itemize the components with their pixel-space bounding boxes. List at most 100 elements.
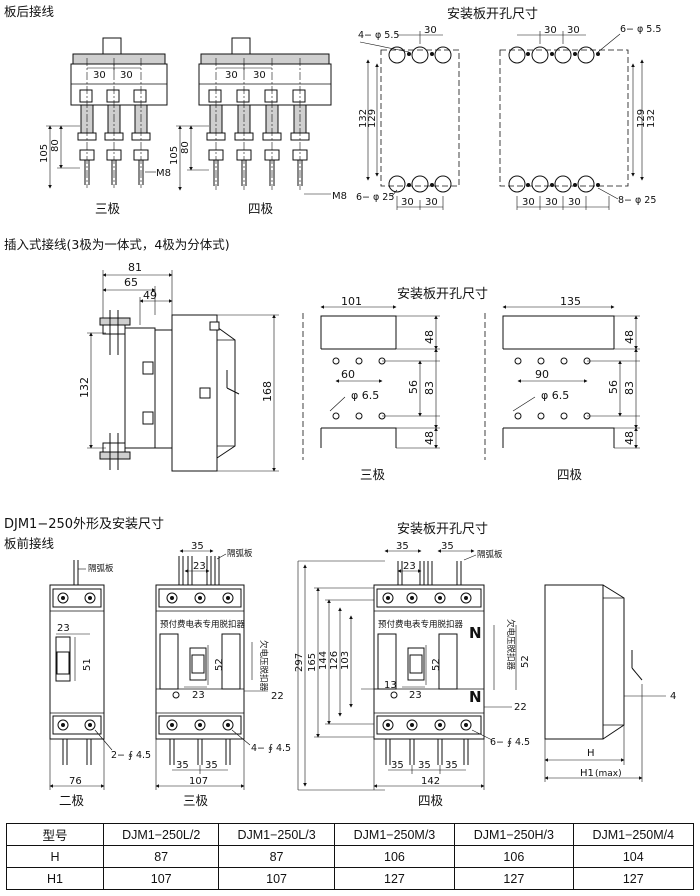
rear3p-dim-105: 105 (39, 144, 50, 163)
cut4p-hole-small: 6− φ 5.5 (620, 24, 661, 35)
table-header-cell: DJM1−250M/3 (333, 823, 456, 846)
rear3p-dim-m8: M8 (156, 168, 171, 179)
front4p-dim-35c: 35 (445, 760, 458, 771)
plugcut3p-dim-56: 56 (407, 380, 420, 394)
front4p-dim-126: 126 (329, 651, 340, 670)
front2p-hole: 2− ∮ 4.5 (111, 750, 151, 761)
table-cell: 87 (218, 845, 335, 868)
side-view: 4 H H1 (max) (544, 584, 676, 782)
front-4p-breaker: 297 165 144 126 103 35 35 隔弧板 23 预付费电表专用… (294, 541, 531, 808)
plugcut3p-dim-83: 83 (423, 381, 436, 395)
cut4p-dim-30-t1: 30 (544, 25, 557, 36)
front-3p-breaker: 35 23 隔弧板 预付费电表专用脱扣器 52 23 22 欠电压脱扣器 (155, 541, 291, 808)
section2-panel-title: 安装板开孔尺寸 (397, 287, 488, 302)
front4p-dim-35b: 35 (418, 760, 431, 771)
front3p-dim-23-mid: 23 (192, 690, 205, 701)
table-header-row: 型号 DJM1−250L/2 DJM1−250L/3 DJM1−250M/3 D… (6, 823, 695, 846)
cut4p-dim-129: 129 (636, 109, 647, 128)
rear4p-dim-m8: M8 (332, 191, 347, 202)
cut3p-dim-129: 129 (367, 109, 378, 128)
cut3p-dim-30-b2: 30 (425, 197, 438, 208)
table-header-cell: DJM1−250H/3 (454, 823, 574, 846)
rear-3p-breaker: 30 30 105 80 M8 三极 (39, 37, 171, 216)
front4p-device: 预付费电表专用脱扣器 (378, 619, 464, 630)
front4p-letter-n-bottom: N (469, 688, 482, 706)
plugcut4p-dim-56: 56 (607, 380, 620, 394)
front4p-dim-22: 22 (514, 702, 527, 713)
cut4p-dim-132: 132 (646, 109, 657, 128)
table-cell: 107 (102, 867, 220, 890)
front4p-arc-plate: 隔弧板 (477, 549, 503, 560)
side-dim-max: (max) (595, 769, 622, 779)
plugcut4p-dim-83: 83 (623, 381, 636, 395)
table-row: H1 107 107 127 127 127 (6, 867, 695, 890)
panel-cutout-4p: 30 30 6− φ 5.5 132 129 30 30 30 8− φ 25 (499, 24, 661, 210)
side-dim-h1: H1 (580, 768, 594, 779)
cut3p-dim-30-b1: 30 (401, 197, 414, 208)
plugin-dim-81: 81 (128, 261, 142, 274)
cut3p-hole-big: 6− φ 25 (356, 192, 394, 203)
table-header-cell: 型号 (6, 823, 104, 846)
front2p-label: 二极 (59, 793, 85, 808)
cut4p-dim-30-b2: 30 (545, 197, 558, 208)
section3-title: DJM1−250外形及安装尺寸 (4, 517, 164, 532)
rear3p-dim-30a: 30 (93, 70, 106, 81)
front4p-dim-52: 52 (431, 658, 442, 671)
plugcut4p-label: 四极 (557, 467, 583, 482)
plugcut3p-dim-48b: 48 (423, 431, 436, 445)
front4p-dim-142: 142 (421, 776, 440, 787)
front3p-dim-35: 35 (191, 541, 204, 552)
plugcut3p-hole: φ 6.5 (351, 389, 379, 402)
plugcut4p-dim-90: 90 (535, 368, 549, 381)
rear4p-dim-80: 80 (180, 141, 191, 154)
plugcut3p-dim-48a: 48 (423, 330, 436, 344)
plugcut3p-dim-60: 60 (341, 368, 355, 381)
plugin-side-view: 81 65 49 132 168 (78, 261, 279, 472)
plugin-dim-132: 132 (78, 377, 91, 398)
cut4p-dim-30-b3: 30 (568, 197, 581, 208)
front4p-dim-103: 103 (340, 651, 351, 670)
front3p-dim-35b: 35 (205, 760, 218, 771)
front2p-dim-51: 51 (82, 658, 93, 671)
rear-4p-breaker: 30 30 105 80 M8 四极 (169, 37, 347, 216)
front-2p-breaker: 隔弧板 23 51 2− ∮ 4.5 76 二极 (49, 560, 151, 808)
front4p-dim-35a: 35 (391, 760, 404, 771)
plugin-dim-49: 49 (143, 289, 157, 302)
front4p-label: 四极 (418, 793, 444, 808)
plugcut4p-dim-48a: 48 (623, 330, 636, 344)
rear4p-dim-30a: 30 (225, 70, 238, 81)
table-cell: H1 (6, 867, 104, 890)
plugin-dim-65: 65 (124, 276, 138, 289)
front3p-undervoltage: 欠电压脱扣器 (258, 640, 269, 692)
rear4p-label: 四极 (248, 201, 274, 216)
cut3p-dim-132: 132 (358, 109, 369, 128)
rear3p-label: 三极 (95, 201, 121, 216)
front4p-hole: 6− ∮ 4.5 (490, 737, 530, 748)
front4p-dim-13: 13 (384, 680, 397, 691)
cut4p-dim-30-t2: 30 (567, 25, 580, 36)
section1-title: 板后接线 (4, 4, 55, 19)
front3p-label: 三极 (183, 793, 209, 808)
rear3p-dim-30b: 30 (120, 70, 133, 81)
front3p-device: 预付费电表专用脱扣器 (160, 619, 246, 630)
front2p-dim-23: 23 (57, 623, 70, 634)
spec-table: 型号 DJM1−250L/2 DJM1−250L/3 DJM1−250M/3 D… (6, 823, 695, 890)
table-cell: 104 (572, 845, 695, 868)
cut4p-dim-30-b1: 30 (522, 197, 535, 208)
plugin-cutout-3p: 101 60 φ 6.5 48 56 83 48 三极 (302, 295, 440, 482)
table-header-cell: DJM1−250L/2 (102, 823, 220, 846)
section1-panel-title: 安装板开孔尺寸 (447, 7, 538, 22)
front4p-dim-23-top: 23 (403, 561, 416, 572)
cut4p-hole-big: 8− φ 25 (618, 195, 656, 206)
plugcut3p-dim-101: 101 (341, 295, 362, 308)
table-cell: 106 (333, 845, 456, 868)
table-cell: H (6, 845, 104, 868)
front4p-dim-35-top-b: 35 (441, 541, 454, 552)
table-cell: 107 (218, 867, 335, 890)
plugin-dim-168: 168 (261, 381, 274, 402)
side-dim-h: H (587, 748, 595, 759)
rear4p-dim-30b: 30 (253, 70, 266, 81)
front4p-dim-144: 144 (318, 651, 329, 670)
table-cell: 87 (102, 845, 220, 868)
table-header-cell: DJM1−250L/3 (218, 823, 335, 846)
